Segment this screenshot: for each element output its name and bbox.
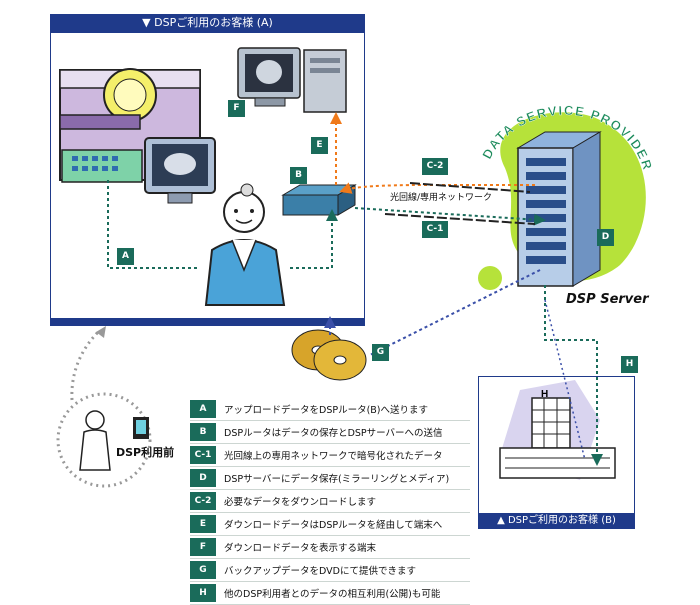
- terminal-computer-icon: [237, 47, 347, 113]
- legend-row: F ダウンロードデータを表示する端末: [190, 536, 470, 559]
- presenter-person-icon: [79, 410, 149, 471]
- dsp-router-icon: [281, 184, 357, 216]
- before-label: DSP利用前: [116, 446, 175, 459]
- legend-text: ダウンロードデータはDSPルータを経由して端末へ: [224, 520, 443, 531]
- legend-key: D: [190, 469, 216, 487]
- dvd-discs-icon: [291, 329, 367, 381]
- legend-text: DSPサーバーにデータ保存(ミラーリングとメディア): [224, 474, 450, 485]
- connector-g: [369, 269, 541, 356]
- customer-b-footer: ▲ DSPご利用のお客様 (B): [478, 513, 635, 529]
- customer-a-header: ▼ DSPご利用のお客様 (A): [50, 14, 365, 32]
- server-label: DSP Server: [566, 292, 649, 307]
- legend-row: C-1 光回線上の専用ネットワークで暗号化されたデータ: [190, 444, 470, 467]
- connector-before-arrowhead: [96, 326, 106, 338]
- legend: A アップロードデータをDSPルータ(B)へ送ります B DSPルータはデータの保存…: [190, 398, 470, 605]
- legend-key: G: [190, 561, 216, 579]
- connector-a2: [290, 209, 338, 269]
- doctor-icon: [204, 183, 286, 306]
- legend-key: E: [190, 515, 216, 533]
- tag-c2: C-2: [422, 158, 448, 175]
- fiber-line-top: [409, 182, 531, 193]
- ct-scanner-icon: [59, 68, 216, 204]
- legend-key: A: [190, 400, 216, 418]
- tag-f: F: [228, 100, 245, 117]
- legend-row: B DSPルータはデータの保存とDSPサーバーへの送信: [190, 421, 470, 444]
- legend-key: C-1: [190, 446, 216, 464]
- connector-before: [70, 328, 102, 401]
- hospital-sign-h: H: [541, 389, 548, 400]
- legend-row: H 他のDSP利用者とのデータの相互利用(公開)も可能: [190, 582, 470, 605]
- legend-text: 他のDSP利用者とのデータの相互利用(公開)も可能: [224, 589, 441, 600]
- tag-h: H: [621, 356, 638, 373]
- legend-key: F: [190, 538, 216, 556]
- legend-key: H: [190, 584, 216, 602]
- legend-text: DSPルータはデータの保存とDSPサーバーへの送信: [224, 428, 443, 439]
- tag-g: G: [372, 344, 389, 361]
- dsp-server-icon: [516, 131, 602, 287]
- legend-text: ダウンロードデータを表示する端末: [224, 543, 377, 554]
- connector-c1: [354, 207, 546, 226]
- network-label: 光回線/専用ネットワーク: [390, 193, 493, 203]
- legend-row: A アップロードデータをDSPルータ(B)へ送ります: [190, 398, 470, 421]
- tag-c1: C-1: [422, 221, 448, 238]
- connector-h: [544, 285, 603, 466]
- legend-key: B: [190, 423, 216, 441]
- legend-text: 光回線上の専用ネットワークで暗号化されたデータ: [224, 451, 443, 462]
- legend-text: 必要なデータをダウンロードします: [224, 497, 377, 508]
- legend-text: アップロードデータをDSPルータ(B)へ送ります: [224, 405, 429, 416]
- tag-d: D: [597, 229, 614, 246]
- tag-e: E: [311, 137, 328, 154]
- legend-row: D DSPサーバーにデータ保存(ミラーリングとメディア): [190, 467, 470, 490]
- tag-a: A: [117, 248, 134, 265]
- fiber-line-bottom: [384, 213, 536, 225]
- tag-b: B: [290, 167, 307, 184]
- legend-row: E ダウンロードデータはDSPルータを経由して端末へ: [190, 513, 470, 536]
- customer-a-footer-bar: [50, 318, 365, 326]
- legend-text: バックアップデータをDVDにて提供できます: [224, 566, 416, 577]
- legend-key: C-2: [190, 492, 216, 510]
- legend-row: C-2 必要なデータをダウンロードします: [190, 490, 470, 513]
- legend-row: G バックアップデータをDVDにて提供できます: [190, 559, 470, 582]
